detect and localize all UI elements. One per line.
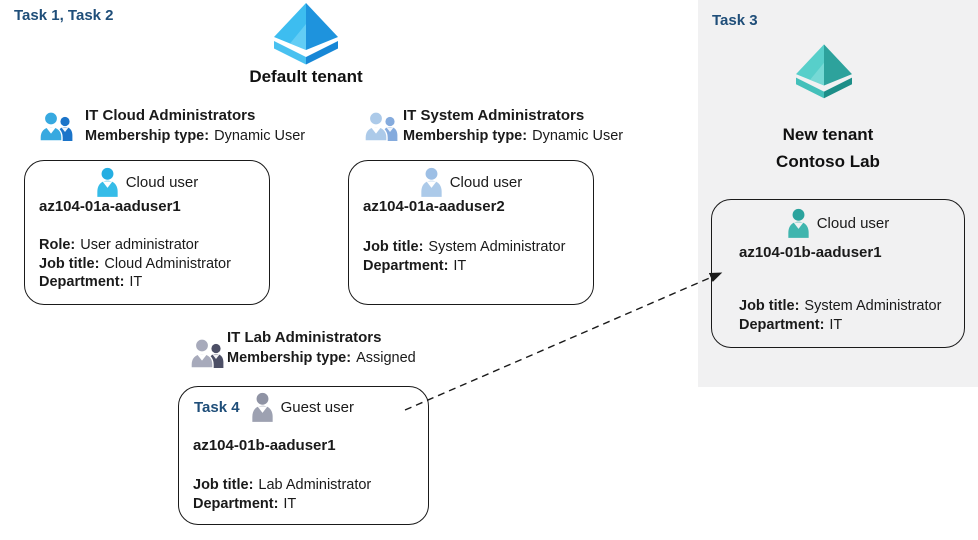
- default-tenant-label: Default tenant: [249, 67, 363, 86]
- default-tenant-icon: [266, 2, 346, 66]
- field-label: Department:: [363, 257, 449, 274]
- task4-label: Task 4: [194, 398, 240, 416]
- cloud-user-icon: [96, 167, 119, 197]
- group1-membership-value: Dynamic User: [214, 128, 306, 144]
- group2-membership-value: Dynamic User: [532, 128, 624, 144]
- user-field: Role:User administrator: [39, 236, 231, 255]
- group1-title: IT Cloud Administrators: [85, 107, 256, 124]
- field-value: IT: [129, 274, 143, 290]
- card4-user-name: az104-01b-aaduser1: [739, 244, 882, 261]
- group2-membership-label: Membership type:: [403, 128, 528, 144]
- card3-header: Task 4 Guest user: [179, 392, 428, 422]
- card2-fields: Job title:System Administrator Departmen…: [363, 238, 565, 275]
- card3-user-type: Guest user: [280, 398, 354, 416]
- field-label: Department:: [193, 495, 279, 512]
- user-field: Department:IT: [39, 273, 231, 292]
- card1-fields: Role:User administrator Job title:Cloud …: [39, 236, 231, 292]
- group-icon-system-admins: [363, 111, 400, 141]
- card1-user-name: az104-01a-aaduser1: [39, 198, 181, 215]
- group1-membership-label: Membership type:: [85, 128, 210, 144]
- group-icon-cloud-admins: [38, 111, 75, 141]
- card3-fields: Job title:Lab Administrator Department:I…: [193, 476, 371, 513]
- new-tenant-label-line1: New tenant: [782, 125, 874, 144]
- field-label: Job title:: [739, 298, 800, 314]
- new-tenant-label-line2: Contoso Lab: [776, 152, 880, 171]
- card4-user-type: Cloud user: [816, 214, 890, 232]
- user-field: Department:IT: [363, 257, 565, 276]
- field-label: Job title:: [39, 255, 100, 272]
- card1-header: Cloud user: [25, 167, 269, 197]
- user-field: Job title:Lab Administrator: [193, 476, 371, 495]
- field-value: IT: [283, 495, 297, 512]
- field-value: Lab Administrator: [258, 477, 372, 493]
- field-value: IT: [453, 257, 467, 274]
- group1-membership: Membership type:Dynamic User: [85, 128, 305, 144]
- card4-fields: Job title:System Administrator Departmen…: [739, 297, 941, 334]
- new-tenant-user-card: Cloud user az104-01b-aaduser1 Job title:…: [711, 199, 965, 348]
- group-icon-lab-admins: [189, 338, 226, 368]
- user-field: Job title:System Administrator: [739, 297, 941, 316]
- user-field: Job title:Cloud Administrator: [39, 255, 231, 274]
- field-label: Department:: [739, 316, 825, 333]
- card2-user-name: az104-01a-aaduser2: [363, 198, 505, 215]
- group2-title: IT System Administrators: [403, 107, 585, 124]
- field-value: IT: [829, 316, 843, 333]
- user-field: Department:IT: [739, 316, 941, 335]
- group3-membership-value: Assigned: [356, 350, 416, 366]
- card2-user-type: Cloud user: [449, 173, 523, 191]
- task12-heading: Task 1, Task 2: [14, 7, 114, 24]
- field-value: Cloud Administrator: [104, 255, 231, 272]
- cloud-user-icon: [787, 208, 810, 238]
- field-value: System Administrator: [804, 298, 942, 314]
- group3-membership: Membership type:Assigned: [227, 350, 416, 366]
- card1-user-type: Cloud user: [125, 173, 199, 191]
- group3-title: IT Lab Administrators: [227, 329, 382, 346]
- new-tenant-icon: [789, 39, 859, 104]
- user-field: Department:IT: [193, 495, 371, 514]
- user-card-aaduser1a: Cloud user az104-01a-aaduser1 Role:User …: [24, 160, 270, 305]
- field-label: Job title:: [363, 239, 424, 255]
- card4-header: Cloud user: [712, 208, 964, 238]
- field-value: System Administrator: [428, 239, 566, 255]
- guest-user-card: Task 4 Guest user az104-01b-aaduser1 Job…: [178, 386, 429, 525]
- cloud-user-icon: [420, 167, 443, 197]
- user-card-aaduser2a: Cloud user az104-01a-aaduser2 Job title:…: [348, 160, 594, 305]
- user-field: Job title:System Administrator: [363, 238, 565, 257]
- field-label: Role:: [39, 237, 76, 253]
- field-label: Department:: [39, 274, 125, 290]
- group2-membership: Membership type:Dynamic User: [403, 128, 623, 144]
- field-value: User administrator: [80, 237, 199, 253]
- card2-header: Cloud user: [349, 167, 593, 197]
- card3-user-name: az104-01b-aaduser1: [193, 437, 336, 454]
- group3-membership-label: Membership type:: [227, 350, 352, 366]
- field-label: Job title:: [193, 477, 254, 493]
- guest-user-icon: [251, 392, 274, 422]
- task3-heading: Task 3: [712, 12, 758, 29]
